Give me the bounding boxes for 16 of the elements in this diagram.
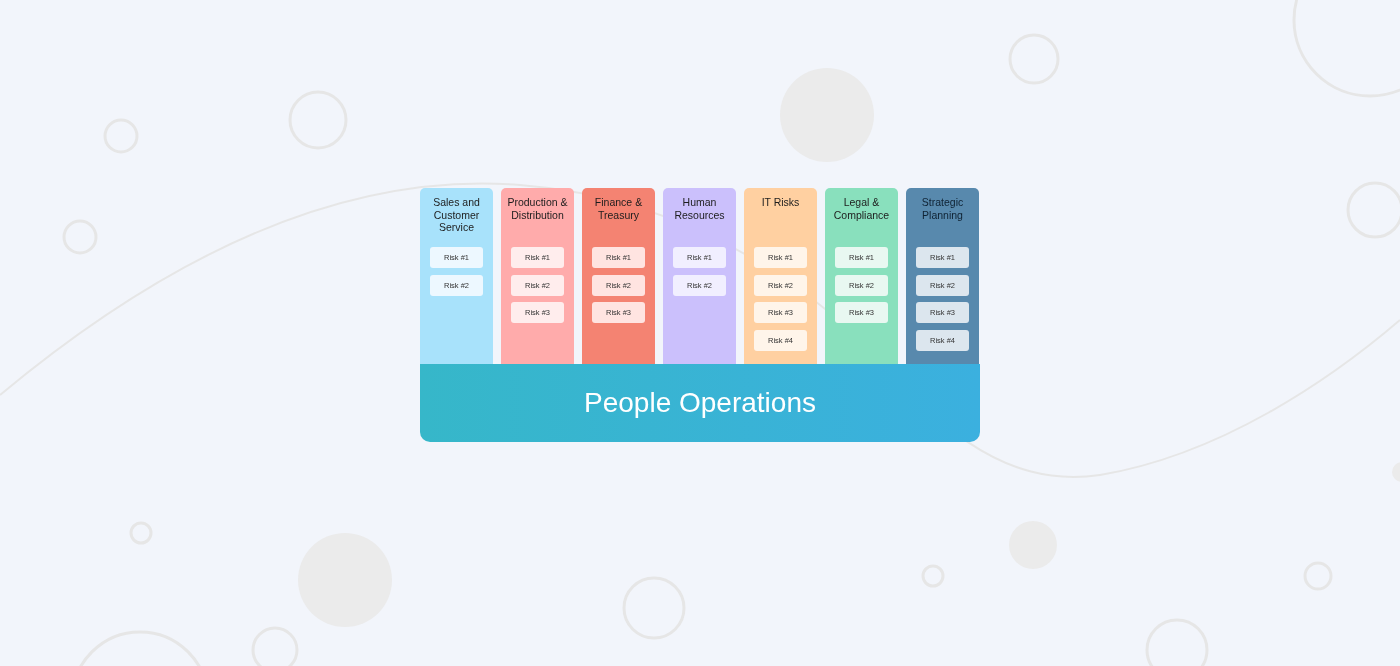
category-column — [582, 188, 655, 364]
column-heading: Finance & Treasury — [593, 196, 644, 221]
category-column — [906, 188, 979, 364]
category-column — [420, 188, 493, 364]
category-column — [501, 188, 574, 364]
column-heading: Strategic Planning — [920, 196, 965, 221]
column-heading: IT Risks — [760, 196, 801, 209]
category-column — [744, 188, 817, 364]
column-heading: Human Resources — [673, 196, 726, 221]
column-heading: Sales and Customer Service — [432, 196, 481, 234]
foundation-band — [420, 364, 980, 442]
band-title: People Operations — [584, 387, 816, 419]
category-column — [663, 188, 736, 364]
column-heading: Legal & Compliance — [832, 196, 891, 221]
column-heading: Production & Distribution — [506, 196, 569, 221]
category-column — [825, 188, 898, 364]
